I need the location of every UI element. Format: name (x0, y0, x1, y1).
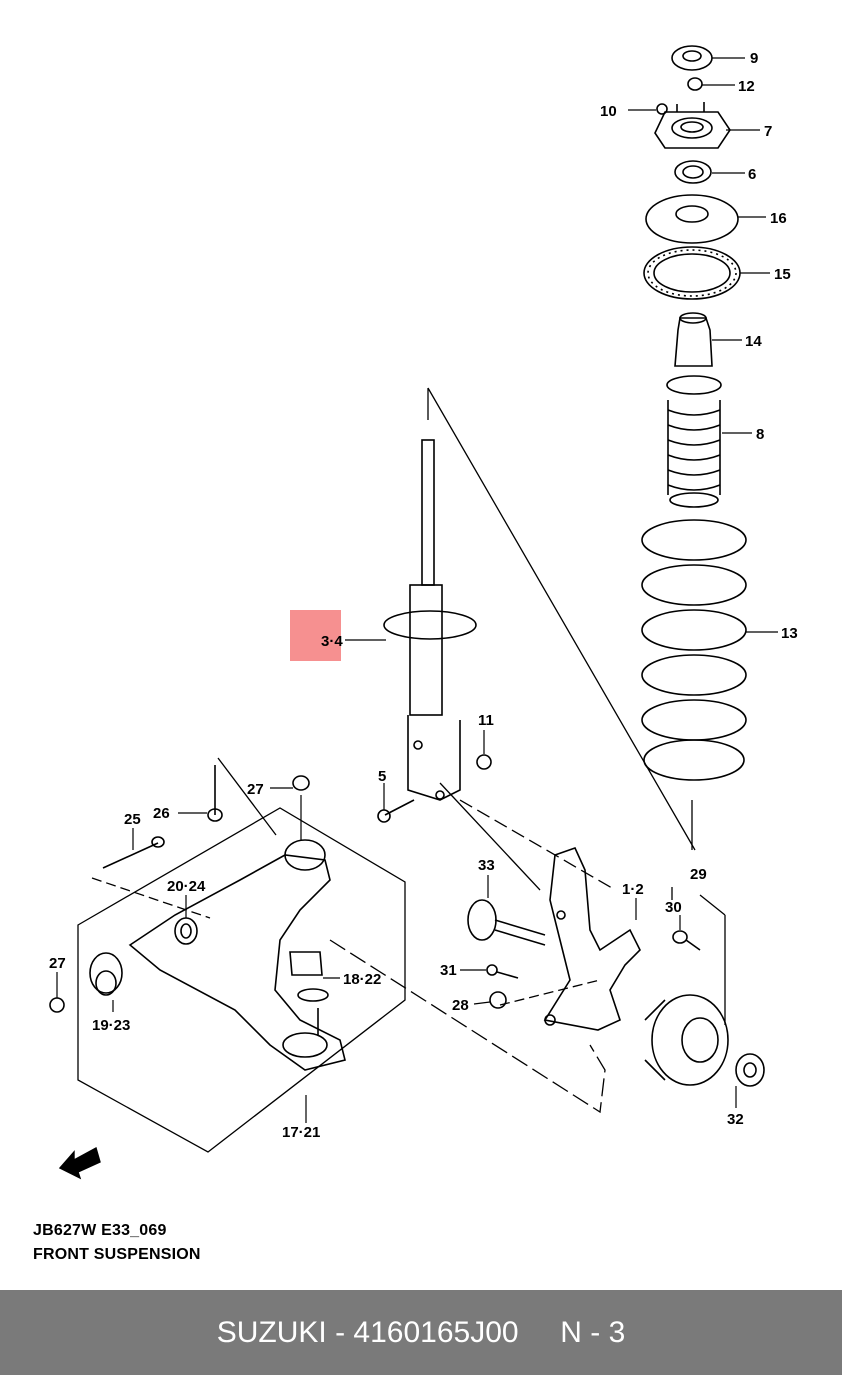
callout-6: 6 (748, 166, 756, 183)
callout-31: 31 (440, 962, 457, 979)
callout-30: 30 (665, 899, 682, 916)
footer-gap (519, 1316, 561, 1350)
callout-12: 12 (738, 78, 755, 95)
spring-seat-part-16 (645, 194, 739, 244)
callout-10: 10 (600, 103, 617, 120)
footer-part-number: 4160165J00 (353, 1315, 519, 1349)
bushing-part-19-23 (89, 952, 123, 996)
exploded-parts-diagram: 9 12 10 7 6 16 15 14 8 13 3·4 11 5 27 26… (49, 45, 798, 1180)
diagram-title: FRONT SUSPENSION (33, 1246, 201, 1263)
shock-absorber-part-3-4 (383, 439, 477, 801)
callout-9: 9 (750, 50, 758, 67)
footer-separator: - (326, 1315, 354, 1349)
callout-27-left: 27 (49, 955, 66, 972)
front-direction-arrow-icon (58, 1146, 101, 1180)
callout-27-top: 27 (247, 781, 264, 798)
steering-knuckle-part-1-2 (543, 847, 641, 1031)
callout-29: 29 (690, 866, 707, 883)
leader-lines (56, 57, 778, 1123)
callout-18-22: 18·22 (343, 971, 381, 988)
callout-11: 11 (478, 712, 494, 729)
callout-17-21: 17·21 (282, 1124, 320, 1141)
nut-part-28 (489, 991, 507, 1009)
callout-33: 33 (478, 857, 495, 874)
callout-3-4: 3·4 (321, 633, 343, 650)
bushing-part-20-24 (174, 917, 198, 945)
drive-shaft-part-33 (467, 899, 546, 946)
callout-16: 16 (770, 210, 787, 227)
callout-19-23: 19·23 (92, 1017, 130, 1034)
nut-part-27a (292, 775, 310, 791)
callout-7: 7 (764, 123, 772, 140)
callout-20-24: 20·24 (167, 878, 206, 895)
lower-arm-part-17-21 (128, 839, 346, 1071)
bump-stopper-part-14 (674, 312, 713, 367)
callout-28: 28 (452, 997, 469, 1014)
mount-cap-part-9 (671, 45, 713, 71)
bolt-part-30 (672, 930, 701, 951)
footer-bar: SUZUKI - 4160165J00 N - 3 (0, 1290, 842, 1375)
footer-brand: SUZUKI (216, 1315, 327, 1349)
callout-13: 13 (781, 625, 798, 642)
callout-5: 5 (378, 768, 386, 785)
bolt-part-31 (486, 964, 519, 979)
highlight-box (290, 610, 341, 661)
footer-page-ref: N - 3 (560, 1315, 626, 1349)
bearing-part-6 (674, 160, 712, 184)
callout-15: 15 (774, 266, 791, 283)
callout-25: 25 (124, 811, 141, 828)
callout-14: 14 (745, 333, 762, 350)
ball-joint-part-18-22 (289, 951, 329, 1002)
nut-part-11 (476, 754, 492, 770)
callout-26: 26 (153, 805, 170, 822)
hub-bearing-part-29 (644, 994, 729, 1086)
bolt-part-25 (102, 836, 165, 869)
nut-part-10 (656, 103, 668, 115)
coil-spring-part-13 (641, 519, 747, 781)
reference-lines (77, 387, 726, 1153)
spring-seat-rubber-part-15 (643, 246, 741, 300)
dust-boot-part-8 (666, 375, 722, 508)
callout-8: 8 (756, 426, 764, 443)
bolt-part-26 (207, 765, 223, 822)
callout-32: 32 (727, 1111, 744, 1128)
diagram-code: JB627W E33_069 (33, 1222, 167, 1239)
callout-1-2: 1·2 (622, 881, 644, 898)
nut-part-12 (687, 77, 703, 91)
nut-part-32 (735, 1053, 765, 1087)
nut-part-27b (49, 997, 65, 1013)
